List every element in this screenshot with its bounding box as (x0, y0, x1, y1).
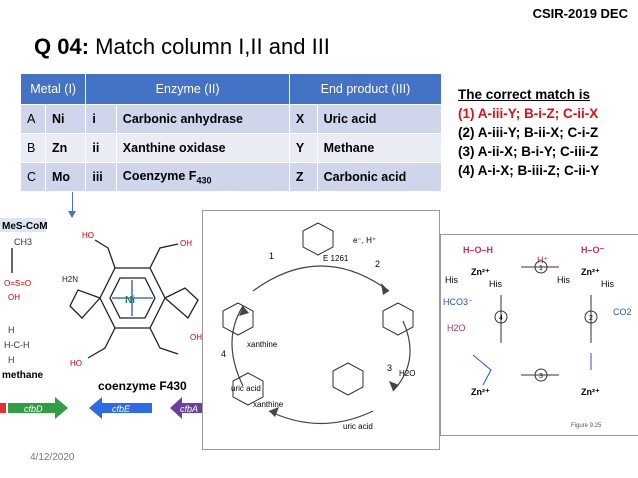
enzyme-subscript: 430 (196, 175, 212, 186)
coenzyme-label: coenzyme F430 (98, 379, 187, 393)
his-label-2: His (489, 279, 502, 289)
row-letter: A (20, 104, 46, 134)
zn-label-2: Zn²⁺ (581, 267, 600, 277)
methane-label: methane (2, 370, 44, 381)
roman-cell: ii (85, 133, 117, 163)
col-header-enzyme: Enzyme (II) (85, 73, 290, 105)
product-cell: Uric acid (316, 104, 443, 134)
svg-text:H: H (8, 325, 15, 335)
figure-caption: Figure 9.25 (571, 423, 602, 429)
code-cell: X (288, 104, 318, 134)
uric-acid-label-2: uric acid (231, 384, 261, 393)
xanthine-oxidase-cycle: 1 2 3 4 xanthine E 1261 e⁻, H⁺ H2O uric … (221, 222, 415, 431)
gene-cfba-label: cfbA (180, 404, 198, 414)
product-cell: Carbonic acid (316, 162, 443, 192)
water-label: H2O (399, 369, 415, 378)
pointer-arrow (68, 192, 76, 218)
ch3-label: CH3 (14, 237, 32, 247)
e1261-label: E 1261 (323, 254, 349, 263)
col-header-metal: Metal (I) (19, 73, 87, 105)
step-1-label: 1 (539, 265, 543, 272)
answer-option-3: (3) A-ii-X; B-i-Y; C-iii-Z (458, 144, 599, 159)
zn-label-4: Zn²⁺ (581, 387, 600, 397)
enzyme-cell: Xanthine oxidase (115, 133, 290, 163)
ni-label: Ni (125, 295, 135, 306)
answer-option-1: (1) A-iii-Y; B-i-Z; C-ii-X (458, 106, 599, 121)
row-letter: B (20, 133, 46, 163)
table-header-row: Metal (I) Enzyme (II) End product (III) (19, 73, 443, 105)
table-row: A Ni i Carbonic anhydrase X Uric acid (20, 104, 443, 134)
question-title: Q 04: Match column I,II and III (34, 34, 330, 60)
coenzyme-f430-figure: MeS-CoM CH3 O=S=O OH H H-C-H H methane N… (0, 218, 220, 423)
svg-text:H–O⁻: H–O⁻ (581, 245, 605, 255)
hco3-label: HCO3⁻ (443, 297, 473, 307)
electron-proton-label: e⁻, H⁺ (353, 236, 376, 245)
svg-text:H-C-H: H-C-H (4, 340, 30, 350)
code-cell: Y (288, 133, 318, 163)
svg-text:OH: OH (190, 333, 202, 342)
xanthine-oxidase-figure: 1 2 3 4 xanthine E 1261 e⁻, H⁺ H2O uric … (202, 210, 440, 450)
step-3-label: 3 (387, 363, 392, 373)
enzyme-main: Coenzyme F (122, 168, 197, 183)
xanthine-label-2: xanthine (253, 400, 284, 409)
roman-cell: iii (85, 162, 117, 192)
answer-option-2: (2) A-iii-Y; B-ii-X; C-i-Z (458, 125, 599, 140)
zn-label-1: Zn²⁺ (471, 267, 490, 277)
answer-option-4: (4) A-i-X; B-iii-Z; C-ii-Y (458, 163, 600, 178)
row-letter: C (20, 162, 46, 192)
step-1-label: 1 (269, 251, 274, 261)
exam-tag: CSIR-2019 DEC (532, 6, 628, 21)
svg-text:HO: HO (70, 359, 82, 368)
footer-date: 4/12/2020 (30, 452, 75, 463)
product-cell: Methane (316, 133, 443, 163)
table-row: C Mo iii Coenzyme F430 Z Carbonic acid (20, 162, 443, 192)
his-label-4: His (601, 279, 614, 289)
co2-label: CO2 (613, 307, 632, 317)
step-3-label: 3 (539, 373, 543, 380)
code-cell: Z (288, 162, 318, 192)
svg-text:H–O–H: H–O–H (463, 245, 493, 255)
svg-text:O=S=O: O=S=O (4, 279, 31, 288)
roman-cell: i (85, 104, 117, 134)
mescom-label: MeS-CoM (2, 221, 48, 232)
question-text: Match column I,II and III (89, 34, 330, 59)
carbonic-anhydrase-figure: H–O–H Zn²⁺ His His H–O⁻ Zn²⁺ His His H⁺ … (440, 234, 638, 436)
metal-cell: Zn (44, 133, 87, 163)
carbonic-anhydrase-mechanism: H–O–H Zn²⁺ His His H–O⁻ Zn²⁺ His His H⁺ … (443, 245, 632, 429)
step-2-label: 2 (375, 259, 380, 269)
svg-text:HO: HO (82, 231, 94, 240)
svg-text:OH: OH (8, 293, 20, 302)
enzyme-cell: Coenzyme F430 (115, 162, 290, 192)
his-label-3: His (557, 275, 570, 285)
hplus-label: H⁺ (537, 255, 548, 265)
step-4-label: 4 (499, 315, 503, 322)
metal-cell: Mo (44, 162, 87, 192)
svg-text:H2N: H2N (62, 275, 78, 284)
match-table: Metal (I) Enzyme (II) End product (III) … (19, 73, 443, 192)
xanthine-label: xanthine (247, 340, 278, 349)
metal-cell: Ni (44, 104, 87, 134)
h2o-label: H2O (447, 323, 466, 333)
svg-text:OH: OH (180, 239, 192, 248)
table-row: B Zn ii Xanthine oxidase Y Methane (20, 133, 443, 163)
gene-cfbd-label: cfbD (24, 404, 43, 414)
question-number: Q 04: (34, 34, 90, 59)
gene-cfbe-label: cfbE (112, 404, 131, 414)
svg-text:H: H (8, 355, 15, 365)
his-label-1: His (445, 275, 458, 285)
answer-heading: The correct match is (458, 87, 591, 102)
answer-block: The correct match is (1) A-iii-Y; B-i-Z;… (458, 85, 599, 180)
step-4-label: 4 (221, 349, 226, 359)
col-header-product: End product (III) (288, 73, 443, 105)
uric-acid-label-1: uric acid (343, 422, 373, 431)
enzyme-cell: Carbonic anhydrase (115, 104, 290, 134)
coenzyme-f430-structure: MeS-CoM CH3 O=S=O OH H H-C-H H methane N… (0, 218, 212, 419)
step-2-label: 2 (589, 315, 593, 322)
zn-label-3: Zn²⁺ (471, 387, 490, 397)
